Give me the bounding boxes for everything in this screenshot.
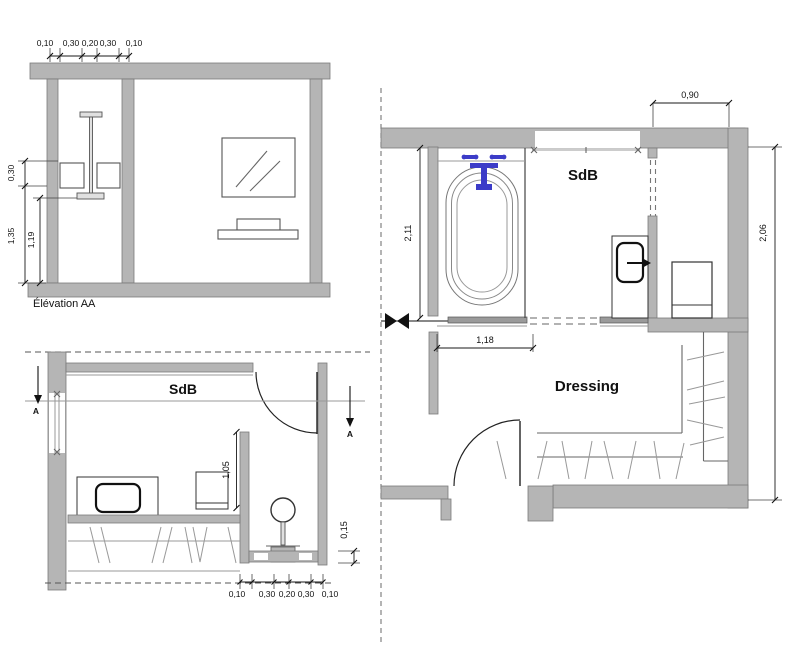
small-plan-bottom-dimensions: 0,10 0,30 0,20 0,30 0,10	[45, 574, 339, 599]
pendant-fixture	[76, 111, 105, 200]
dim-label-left-outer: 1,35	[6, 227, 16, 244]
elevation-partition-wall	[121, 78, 135, 284]
elevation-floor	[27, 282, 331, 298]
small-plan-top-wall	[65, 362, 254, 373]
elevation-ceiling	[29, 62, 331, 80]
dim-label-left-upper: 0,30	[6, 164, 16, 181]
dim-label-top-5: 0,10	[126, 38, 143, 48]
tap-arrow	[642, 258, 651, 268]
dim-label-bottom-1: 0,10	[229, 589, 246, 599]
small-plan-drawing: A A SdB 1,05	[25, 351, 370, 599]
section-label-right: A	[347, 429, 353, 439]
shelf-with-basin	[217, 218, 299, 240]
large-plan-bottom-left-wall	[380, 485, 449, 500]
elevation-right-wall	[309, 78, 323, 284]
slide-marker-right-triangle	[397, 313, 409, 329]
bath-left-wall-lower	[428, 331, 439, 415]
bath-left-wall-upper	[427, 146, 439, 317]
elevation-left-dimensions: 0,30 1,35 1,19	[6, 157, 77, 287]
elevation-top-dimensions: 0,10 0,30 0,20 0,30 0,10	[37, 38, 143, 62]
large-plan-bath-label: SdB	[568, 167, 598, 184]
section-arrow-left	[34, 395, 42, 404]
dim-label-bottom-4: 0,30	[298, 589, 315, 599]
dim-label-left-inner: 1,19	[26, 231, 36, 248]
vanity-counter	[76, 476, 159, 518]
left-wall-window	[49, 390, 65, 456]
dim-label-opening: 1,18	[476, 335, 494, 345]
dressing-wardrobes	[496, 332, 728, 480]
opening-dimension: 1,18	[433, 334, 537, 352]
elevation-aa-drawing: 0,10 0,30 0,20 0,30 0,10 0,30 1,35 1,19	[6, 38, 331, 310]
counter-dimension: 1,05	[221, 428, 240, 512]
dim-label-bath-depth: 2,11	[403, 225, 413, 242]
sliding-door-assembly	[381, 313, 649, 329]
dim-label-top-1: 0,10	[37, 38, 54, 48]
large-plan-drawing: 1,18 2,11 2,06 0,90	[380, 88, 782, 645]
plinth-dimension: 0,15	[338, 521, 360, 567]
niche-width-dimension: 0,90	[649, 90, 733, 127]
wall-stub	[440, 498, 452, 521]
small-plan-door	[255, 371, 318, 434]
door-swing-arc	[255, 371, 318, 434]
dressing-door-arc	[453, 419, 521, 487]
interior-wall	[647, 147, 658, 319]
cabinet	[195, 471, 229, 510]
top-wall-window	[530, 131, 642, 154]
niche-right-square	[96, 162, 121, 189]
bathtub	[437, 148, 526, 318]
right-room-furniture	[671, 261, 713, 319]
dressing-label: Dressing	[555, 378, 619, 395]
bathtub-faucet	[461, 154, 507, 190]
dim-label-top-4: 0,30	[100, 38, 117, 48]
wardrobe-hatches	[89, 526, 237, 564]
basin-counter	[611, 235, 651, 319]
elevation-caption: Élévation AA	[33, 297, 96, 310]
dim-label-top-2: 0,30	[63, 38, 80, 48]
small-plan-partition	[239, 431, 250, 564]
section-label-left: A	[33, 406, 39, 416]
dim-label-bottom-3: 0,20	[279, 589, 296, 599]
door-pier	[527, 485, 554, 522]
washbasin	[94, 482, 142, 514]
room-base-plinth	[248, 550, 319, 563]
section-arrow-right	[346, 418, 354, 427]
small-plan-room-label: SdB	[169, 381, 197, 397]
dim-label-bottom-5: 0,10	[322, 589, 339, 599]
right-room-bottom-wall	[647, 317, 749, 333]
mirror	[221, 137, 296, 198]
dim-label-counter: 1,05	[221, 461, 231, 479]
wardrobe-shelf-band	[67, 514, 241, 524]
room-height-dimension: 2,06	[748, 143, 782, 504]
sliding-panel-1	[447, 316, 528, 324]
dim-label-top-3: 0,20	[82, 38, 99, 48]
bath-depth-dimension: 2,11	[403, 144, 424, 322]
small-plan-right-wall	[317, 362, 328, 566]
dim-label-niche-width: 0,90	[681, 90, 699, 100]
niche-left-square	[59, 162, 85, 189]
dressing-door	[453, 419, 521, 487]
section-line-AA: A A	[25, 366, 365, 439]
wardrobe-hatches-right	[686, 351, 726, 446]
dim-label-plinth: 0,15	[339, 521, 349, 539]
dim-label-bottom-2: 0,30	[259, 589, 276, 599]
elevation-left-wall	[46, 78, 59, 284]
large-plan-bottom-wall	[552, 484, 749, 509]
dim-label-room-height: 2,06	[758, 224, 768, 242]
wardrobe-hatches-bottom	[496, 440, 685, 480]
small-plan-left-wall	[47, 351, 67, 591]
slide-marker-left-triangle	[385, 313, 397, 329]
